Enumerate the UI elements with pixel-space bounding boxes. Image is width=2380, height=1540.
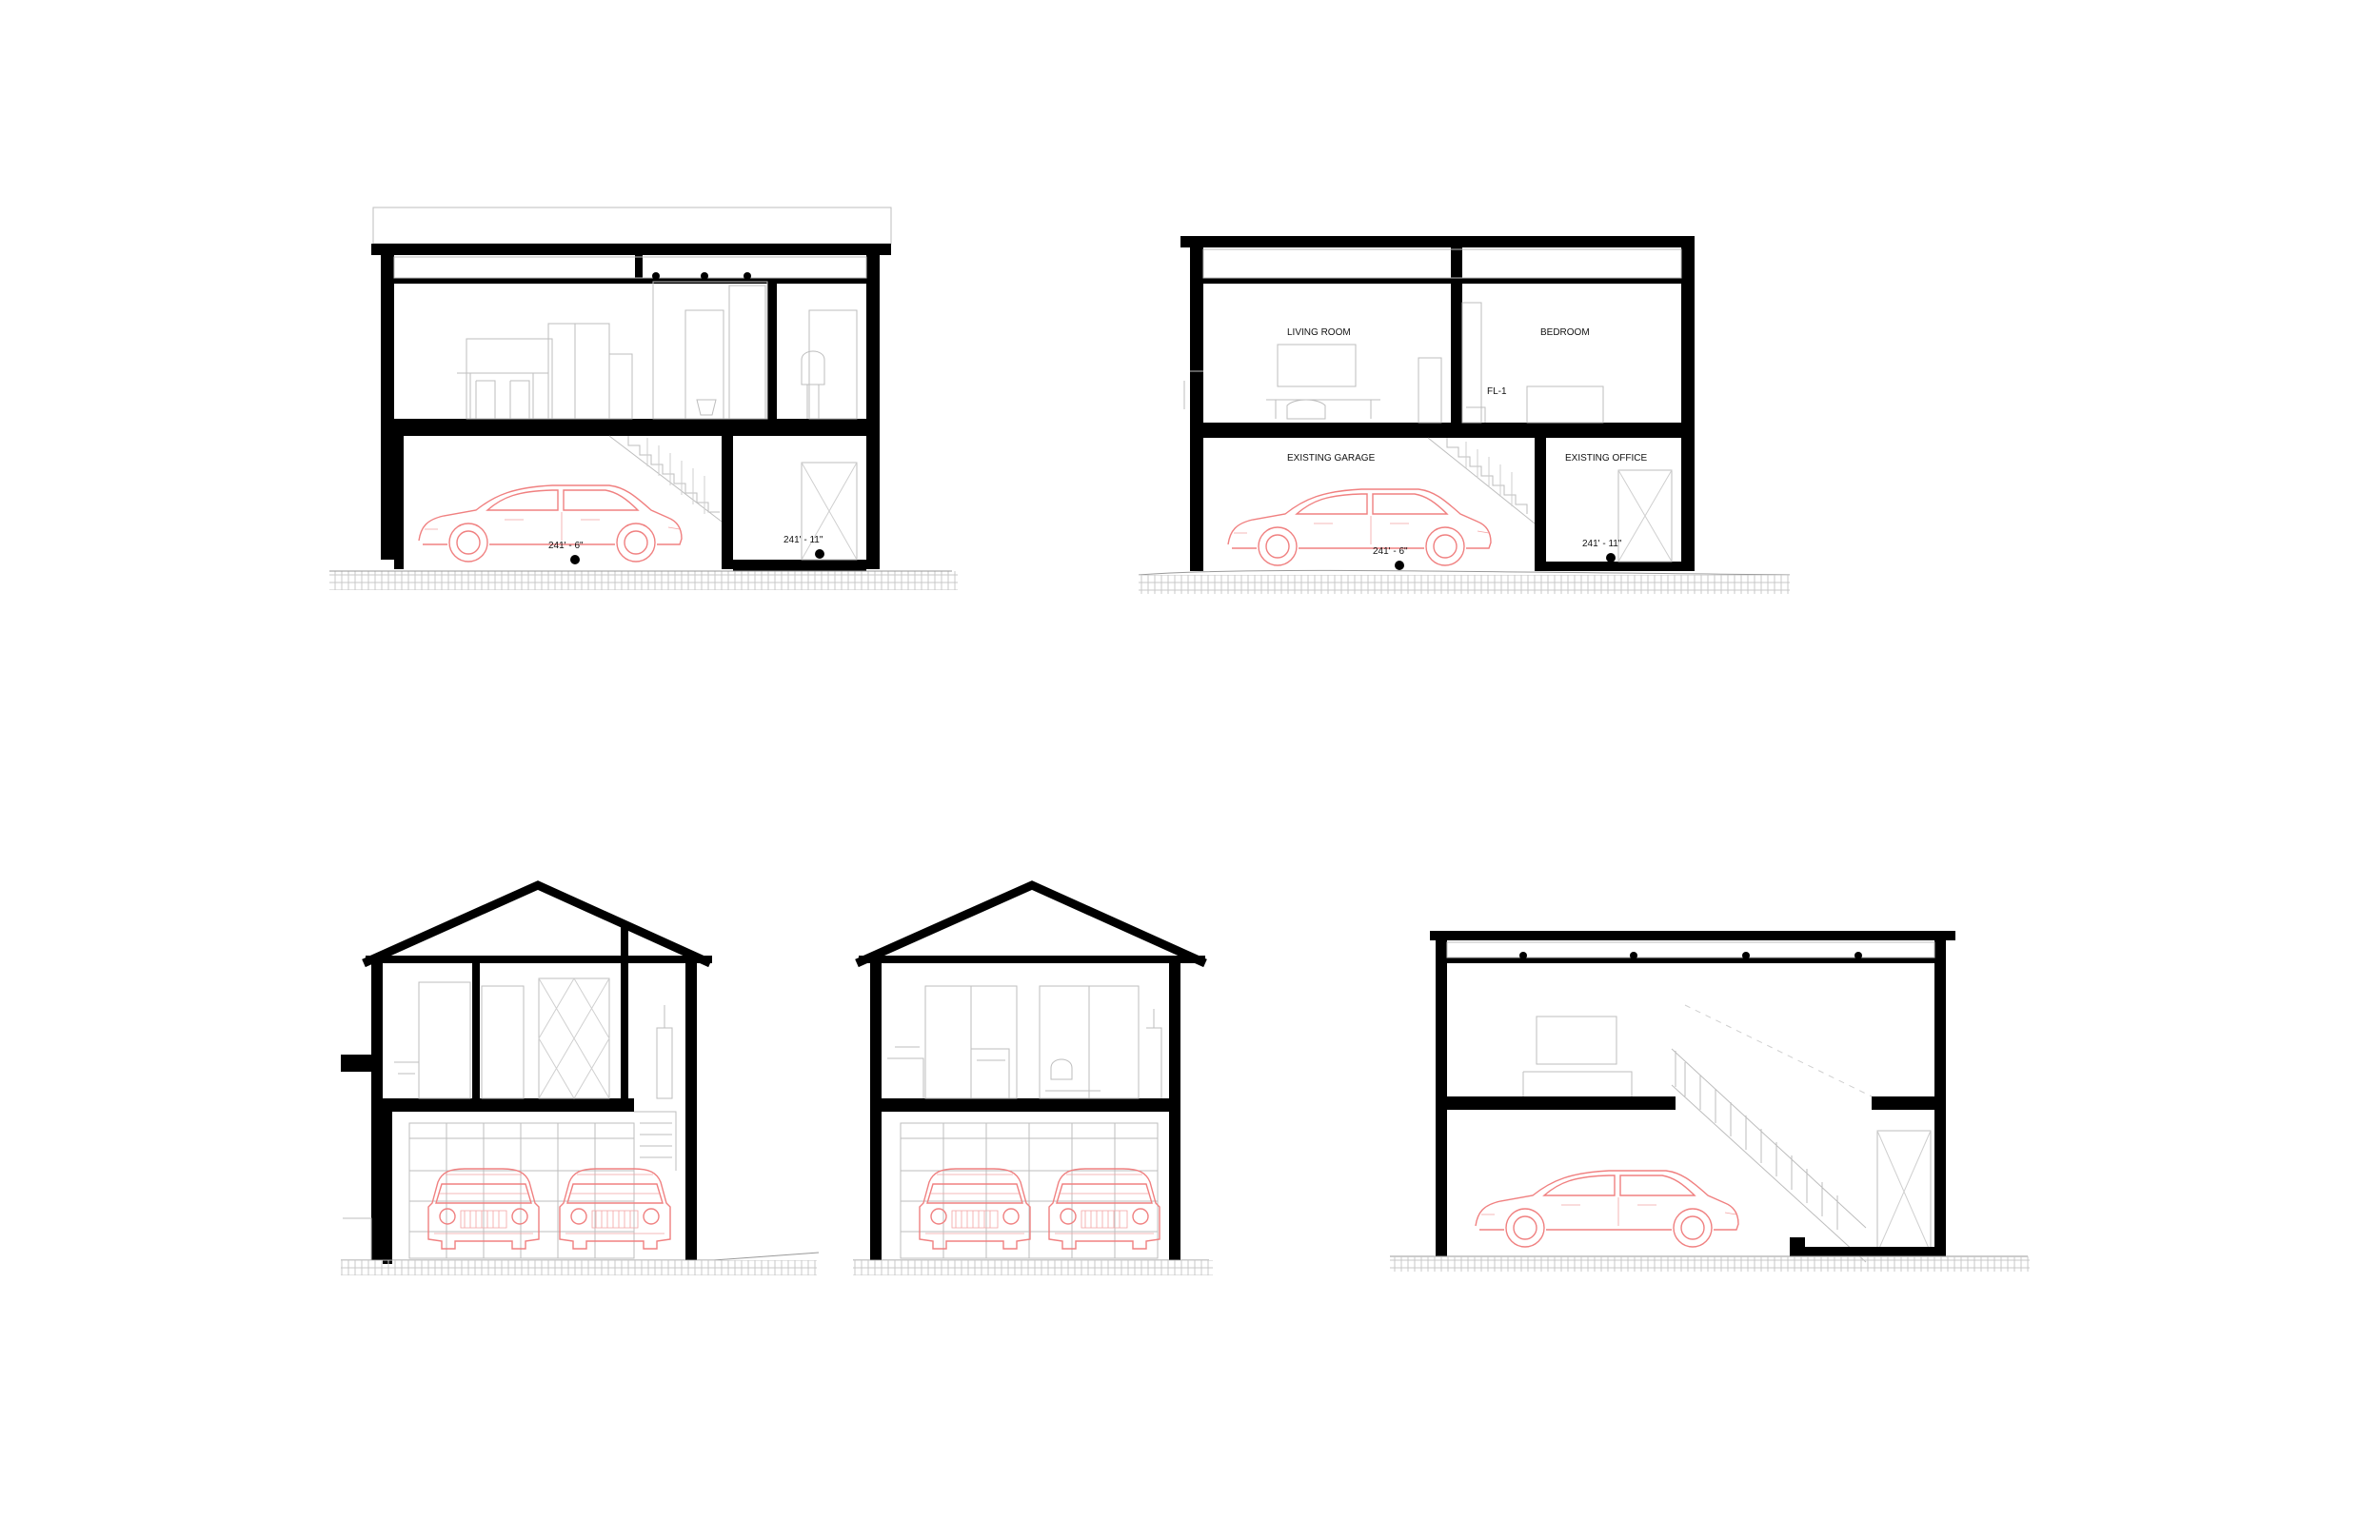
section-drawing-5 [1390,931,2030,1272]
elevation-label-garage: 241' - 6" [548,541,584,551]
room-label-bedroom: BEDROOM [1540,327,1590,338]
tag-fl-1: FL-1 [1487,386,1507,397]
section-drawing-4 [853,880,1213,1275]
vehicle-front-right [1048,1168,1160,1250]
elevation-marker-icon [1606,553,1616,563]
room-label-existing-office: EXISTING OFFICE [1565,453,1647,464]
elevation-label-office: 241' - 11" [783,535,823,545]
section-drawing-3 [341,880,820,1275]
elevation-marker-icon [1395,561,1404,570]
section-drawing-2: LIVING ROOM BEDROOM EXISTING GARAGE EXIS… [1138,236,1791,594]
vehicle-front-left [919,1168,1031,1250]
vehicle-sedan-side [1475,1170,1739,1248]
room-label-living-room: LIVING ROOM [1287,327,1351,338]
elevation-marker-icon [815,549,824,559]
elevation-marker-icon [570,555,580,564]
room-label-existing-garage: EXISTING GARAGE [1287,453,1376,464]
elevation-label-office: 241' - 11" [1582,539,1622,549]
section-drawing-1: 241' - 6" 241' - 11" [329,207,958,590]
vehicle-front-right [559,1168,671,1250]
vehicle-sedan-side [1227,488,1492,566]
elevation-label-garage: 241' - 6" [1373,546,1408,557]
